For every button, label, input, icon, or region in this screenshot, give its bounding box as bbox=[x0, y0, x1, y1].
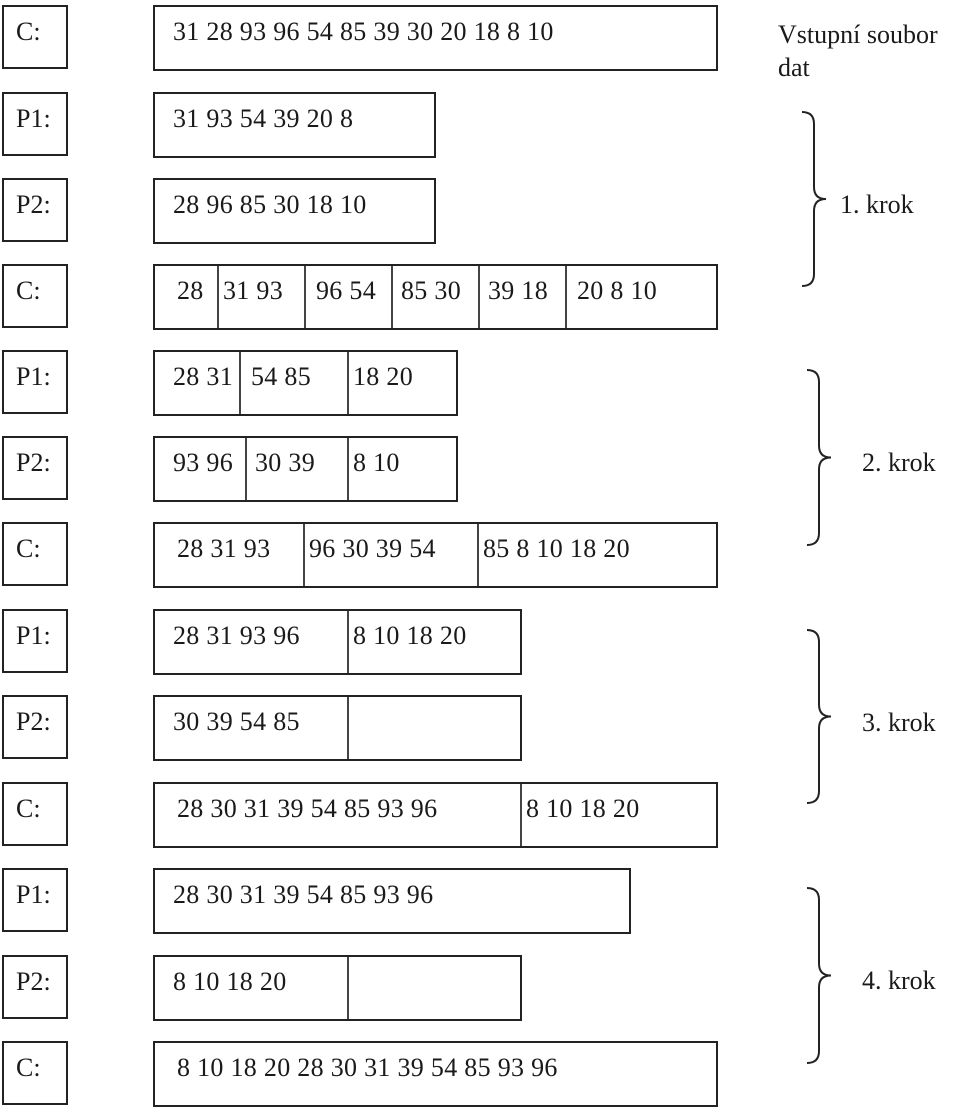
run-segment: 85 30 bbox=[391, 266, 478, 328]
row-label: C: bbox=[2, 782, 68, 846]
sequence-bar: 28 96 85 30 18 10 bbox=[153, 178, 436, 244]
run-segment: 28 31 bbox=[155, 352, 239, 414]
run-values: 28 bbox=[177, 276, 204, 305]
run-segment: 85 8 10 18 20 bbox=[477, 524, 716, 586]
row-label: C: bbox=[2, 522, 68, 586]
sequence-bar: 28 31 93 96 30 39 54 85 8 10 18 20 bbox=[153, 522, 718, 588]
run-segment: 28 31 93 bbox=[155, 524, 303, 586]
run-values: 18 20 bbox=[353, 362, 413, 391]
row-label: C: bbox=[2, 264, 68, 328]
run-segment: 8 10 18 20 bbox=[347, 611, 520, 673]
run-segment: 8 10 18 20 28 30 31 39 54 85 93 96 bbox=[155, 1043, 716, 1105]
run-values: 31 28 93 96 54 85 39 30 20 18 8 10 bbox=[173, 17, 554, 46]
run-values: 8 10 18 20 28 30 31 39 54 85 93 96 bbox=[177, 1053, 558, 1082]
run-values: 31 93 54 39 20 8 bbox=[173, 104, 354, 133]
run-segment: 96 30 39 54 bbox=[303, 524, 477, 586]
run-segment: 93 96 bbox=[155, 438, 245, 500]
run-segment: 39 18 bbox=[478, 266, 565, 328]
run-segment: 31 28 93 96 54 85 39 30 20 18 8 10 bbox=[155, 7, 716, 69]
run-values: 8 10 bbox=[353, 448, 400, 477]
run-values: 28 31 93 bbox=[177, 534, 271, 563]
run-segment: 54 85 bbox=[239, 352, 347, 414]
run-values: 85 8 10 18 20 bbox=[483, 534, 630, 563]
run-segment: 28 30 31 39 54 85 93 96 bbox=[155, 784, 520, 846]
step-label: 1. krok bbox=[840, 190, 914, 219]
sequence-bar: 30 39 54 85 bbox=[153, 695, 522, 761]
run-values: 96 30 39 54 bbox=[309, 534, 436, 563]
sequence-bar: 28 31 54 85 18 20 bbox=[153, 350, 458, 416]
run-values: 85 30 bbox=[401, 276, 461, 305]
run-values: 8 10 18 20 bbox=[526, 794, 640, 823]
run-segment: 30 39 bbox=[245, 438, 347, 500]
run-values: 30 39 54 85 bbox=[173, 707, 300, 736]
run-values: 20 8 10 bbox=[577, 276, 658, 305]
sequence-bar: 28 31 93 96 54 85 30 39 18 20 8 10 bbox=[153, 264, 718, 330]
row-label: C: bbox=[2, 5, 68, 69]
row-label: C: bbox=[2, 1041, 68, 1105]
run-segment: 28 30 31 39 54 85 93 96 bbox=[155, 870, 629, 932]
step-label: 3. krok bbox=[862, 708, 936, 737]
row-label: P1: bbox=[2, 868, 68, 932]
run-segment: 28 31 93 96 bbox=[155, 611, 347, 673]
run-segment: 28 96 85 30 18 10 bbox=[155, 180, 434, 242]
run-values: 28 30 31 39 54 85 93 96 bbox=[173, 880, 434, 909]
sequence-bar: 28 30 31 39 54 85 93 96 8 10 18 20 bbox=[153, 782, 718, 848]
sequence-bar: 28 31 93 96 8 10 18 20 bbox=[153, 609, 522, 675]
run-segment: 96 54 bbox=[304, 266, 391, 328]
run-segment bbox=[347, 697, 520, 759]
step-brace bbox=[806, 887, 832, 1064]
step-brace bbox=[801, 111, 827, 287]
row-label: P1: bbox=[2, 350, 68, 414]
run-values: 8 10 18 20 bbox=[173, 967, 287, 996]
run-segment: 8 10 18 20 bbox=[520, 784, 716, 846]
run-values: 28 30 31 39 54 85 93 96 bbox=[177, 794, 438, 823]
row-label: P2: bbox=[2, 955, 68, 1019]
run-values: 96 54 bbox=[316, 276, 376, 305]
run-values: 39 18 bbox=[488, 276, 548, 305]
row-label: P1: bbox=[2, 92, 68, 156]
run-values: 54 85 bbox=[251, 362, 311, 391]
step-brace bbox=[806, 629, 832, 804]
sequence-bar: 31 93 54 39 20 8 bbox=[153, 92, 436, 158]
sequence-bar: 28 30 31 39 54 85 93 96 bbox=[153, 868, 631, 934]
run-values: 28 31 93 96 bbox=[173, 621, 300, 650]
run-values: 93 96 bbox=[173, 448, 233, 477]
run-segment: 30 39 54 85 bbox=[155, 697, 347, 759]
run-values: 28 96 85 30 18 10 bbox=[173, 190, 367, 219]
run-values: 30 39 bbox=[255, 448, 315, 477]
row-label: P1: bbox=[2, 609, 68, 673]
run-values: 8 10 18 20 bbox=[353, 621, 467, 650]
run-segment: 31 93 54 39 20 8 bbox=[155, 94, 434, 156]
sequence-bar: 8 10 18 20 bbox=[153, 955, 522, 1021]
run-values: 31 93 bbox=[223, 276, 283, 305]
run-segment: 31 93 bbox=[217, 266, 304, 328]
step-label: 2. krok bbox=[862, 448, 936, 477]
run-values: 28 31 bbox=[173, 362, 233, 391]
input-data-note: Vstupní soubor dat bbox=[778, 20, 938, 83]
step-brace bbox=[806, 369, 832, 546]
run-segment bbox=[347, 957, 520, 1019]
sequence-bar: 31 28 93 96 54 85 39 30 20 18 8 10 bbox=[153, 5, 718, 71]
step-label: 4. krok bbox=[862, 966, 936, 995]
row-label: P2: bbox=[2, 695, 68, 759]
row-label: P2: bbox=[2, 178, 68, 242]
run-segment: 18 20 bbox=[347, 352, 456, 414]
run-segment: 8 10 bbox=[347, 438, 456, 500]
sequence-bar: 93 96 30 39 8 10 bbox=[153, 436, 458, 502]
run-segment: 20 8 10 bbox=[565, 266, 716, 328]
run-segment: 8 10 18 20 bbox=[155, 957, 347, 1019]
run-segment: 28 bbox=[155, 266, 217, 328]
row-label: P2: bbox=[2, 436, 68, 500]
sequence-bar: 8 10 18 20 28 30 31 39 54 85 93 96 bbox=[153, 1041, 718, 1107]
